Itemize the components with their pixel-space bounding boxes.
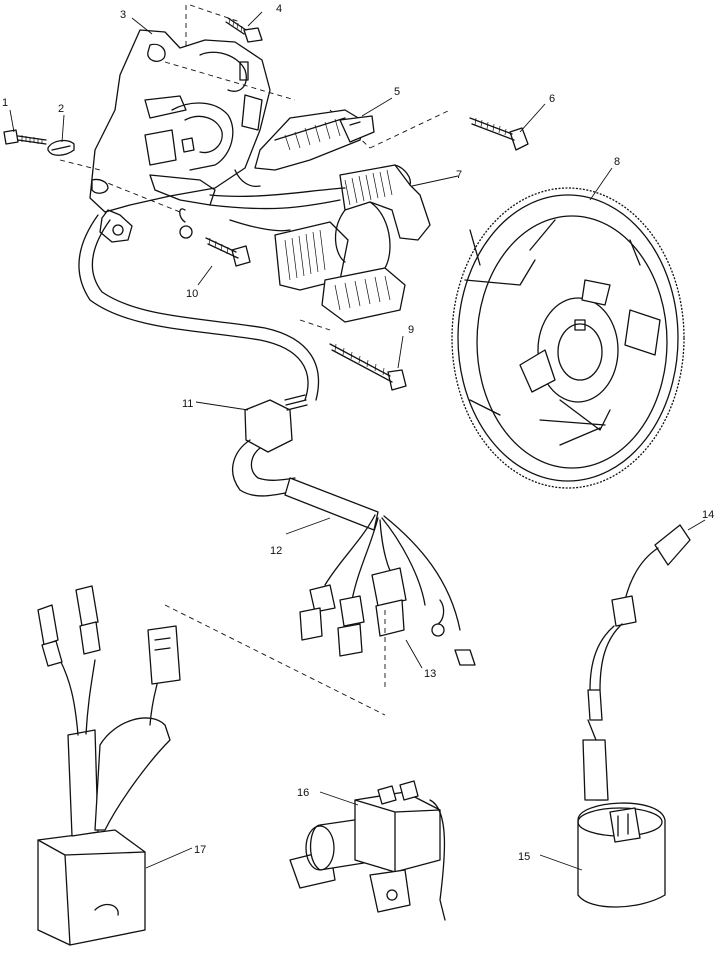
callout-5: 5 — [394, 86, 400, 98]
callout-4: 4 — [276, 3, 282, 15]
cdi-box-17 — [37, 585, 386, 946]
callout-11: 11 — [182, 398, 193, 410]
callout-10: 10 — [186, 288, 198, 300]
pulser-coil-5 — [234, 109, 375, 188]
callout-12: 12 — [270, 545, 282, 557]
callout-2: 2 — [58, 103, 64, 115]
callout-labels: 1 2 3 4 5 6 7 8 9 10 11 12 13 14 15 16 1… — [2, 3, 714, 863]
screw-6 — [469, 117, 529, 151]
callout-6: 6 — [549, 93, 555, 105]
callout-14: 14 — [702, 509, 714, 521]
wiring-harness — [78, 214, 476, 690]
callout-1: 1 — [2, 97, 8, 109]
callout-17: 17 — [194, 844, 206, 856]
screw-1 — [3, 129, 47, 145]
callout-7: 7 — [456, 169, 462, 181]
flywheel-8 — [451, 187, 685, 489]
screw-9 — [329, 343, 407, 391]
callout-16: 16 — [297, 787, 309, 799]
callout-9: 9 — [408, 324, 414, 336]
leader-lines — [9, 11, 706, 871]
screw-4 — [225, 17, 263, 43]
charge-coil-7 — [209, 164, 431, 323]
starter-solenoid-16 — [289, 780, 446, 921]
callout-8: 8 — [614, 156, 620, 168]
callout-3: 3 — [120, 9, 126, 21]
callout-15: 15 — [518, 851, 530, 863]
ignition-coil-15 — [577, 524, 691, 908]
screw-10 — [205, 237, 251, 267]
stator-plate — [89, 29, 271, 243]
callout-13: 13 — [424, 668, 436, 680]
woodruff-key-2 — [47, 139, 75, 156]
